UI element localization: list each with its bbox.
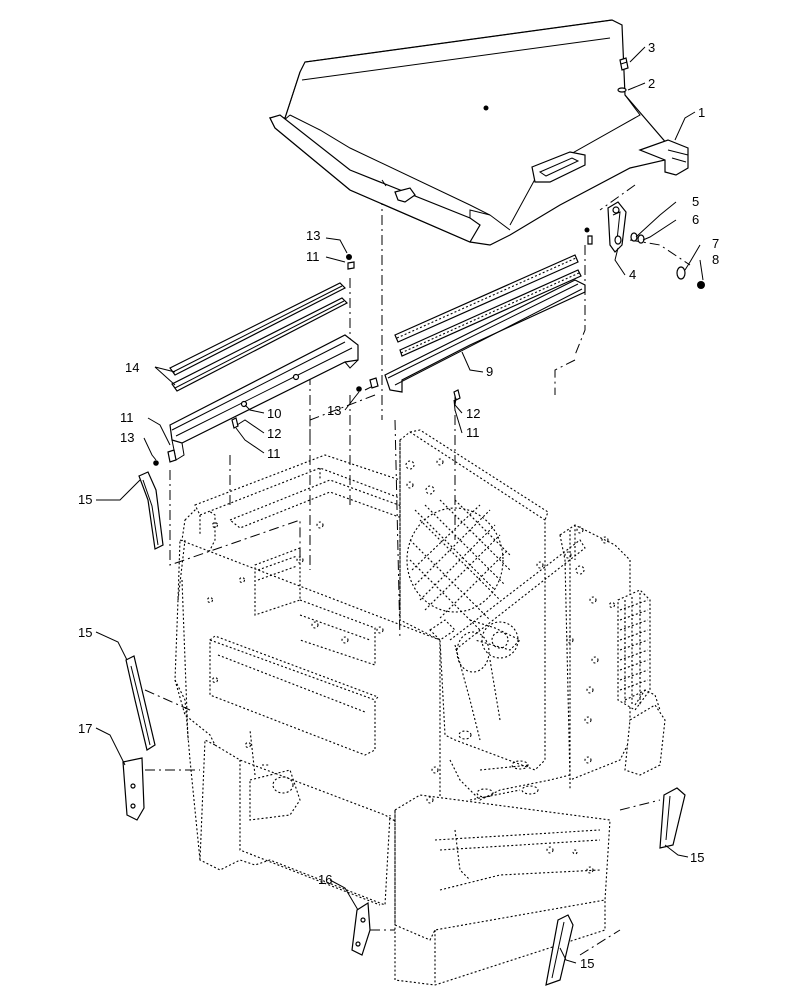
trim-part-16	[351, 901, 371, 956]
callout-11-right: 11	[466, 425, 480, 440]
callout-7: 7	[712, 236, 719, 251]
callout-17: 17	[78, 721, 92, 736]
callout-12-left: 12	[267, 426, 281, 441]
callout-2: 2	[648, 76, 655, 91]
callout-13-left: 13	[120, 430, 134, 445]
callout-3: 3	[648, 40, 655, 55]
callout-13-top: 13	[306, 228, 320, 243]
callout-8: 8	[712, 252, 719, 267]
callout-11-lower: 11	[267, 446, 281, 461]
callout-11-top: 11	[306, 249, 320, 264]
callout-15-upper-left: 15	[78, 492, 92, 507]
callout-13-mid: 13	[327, 403, 341, 418]
callout-11-left: 11	[120, 410, 134, 425]
rail-part-9	[384, 254, 586, 393]
washer-part-2	[617, 87, 627, 93]
callout-15-right: 15	[690, 850, 704, 865]
leader-lines	[95, 46, 704, 964]
bolts-on-rails	[153, 227, 593, 466]
callout-5: 5	[692, 194, 699, 209]
rail-part-10	[169, 334, 359, 461]
callout-labels: 3 2 1 5 6 7 8 4 13 11 14 9 13 12 11 11 1…	[78, 40, 719, 971]
alignment-lines	[144, 184, 691, 956]
screw-part-3	[619, 57, 629, 71]
trim-part-15-bottom	[545, 914, 574, 986]
washer-part-7	[676, 266, 686, 280]
nut-part-8	[697, 281, 705, 289]
callout-4: 4	[629, 267, 636, 282]
callout-16: 16	[318, 872, 332, 887]
callout-14: 14	[125, 360, 139, 375]
callout-10: 10	[267, 406, 281, 421]
seal-strips-part-14	[169, 282, 349, 392]
trim-part-15-top-left	[138, 471, 164, 550]
hardware-5-6	[630, 232, 645, 244]
callout-15-mid-left: 15	[78, 625, 92, 640]
frame-assembly	[174, 429, 666, 986]
callout-12-right: 12	[466, 406, 480, 421]
callout-15-bottom: 15	[580, 956, 594, 971]
callout-6: 6	[692, 212, 699, 227]
trim-part-15-right	[659, 787, 686, 849]
callout-1: 1	[698, 105, 705, 120]
callout-9: 9	[486, 364, 493, 379]
trim-part-17	[122, 757, 145, 821]
cover-part-1	[269, 19, 689, 246]
latch-part-4	[607, 201, 627, 253]
trim-part-15-mid-left	[125, 655, 156, 751]
